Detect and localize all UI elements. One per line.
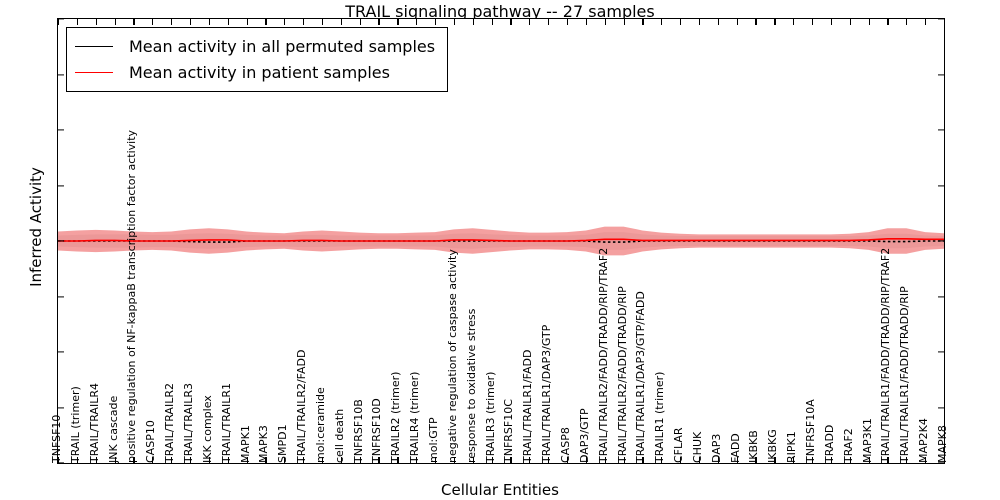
y-tick-mark	[938, 129, 944, 131]
y-tick-mark	[58, 73, 64, 76]
y-tick-mark	[938, 184, 944, 187]
y-tick-mark	[938, 240, 944, 242]
y-tick-mark	[58, 295, 64, 298]
y-tick-mark	[58, 240, 64, 242]
chart-title: TRAIL signaling pathway -- 27 samples	[345, 2, 655, 21]
y-tick-mark	[58, 129, 64, 131]
y-tick-mark	[938, 406, 944, 409]
legend-line-swatch-red	[75, 71, 113, 73]
y-tick-mark	[938, 351, 944, 353]
plot-inner	[58, 19, 944, 463]
y-tick-mark	[58, 351, 64, 353]
y-tick-mark	[58, 18, 64, 20]
x-axis-label: Cellular Entities	[441, 481, 559, 499]
plot-area	[57, 18, 945, 464]
y-tick-mark	[58, 184, 64, 187]
y-tick-mark	[938, 73, 944, 76]
y-tick-mark	[938, 18, 944, 20]
legend-line-swatch-black	[75, 45, 113, 47]
legend-item-permuted: Mean activity in all permuted samples	[75, 33, 435, 59]
legend-label-permuted: Mean activity in all permuted samples	[129, 36, 436, 56]
legend-item-patient: Mean activity in patient samples	[75, 59, 435, 85]
y-axis-label: Inferred Activity	[27, 167, 45, 287]
y-tick-mark	[938, 462, 944, 464]
legend: Mean activity in all permuted samples Me…	[66, 27, 449, 92]
y-tick-mark	[58, 462, 64, 464]
y-tick-mark	[938, 295, 944, 298]
series-layer	[58, 226, 944, 256]
legend-label-patient: Mean activity in patient samples	[129, 62, 390, 82]
y-tick-mark	[58, 406, 64, 409]
series-line	[58, 237, 944, 242]
